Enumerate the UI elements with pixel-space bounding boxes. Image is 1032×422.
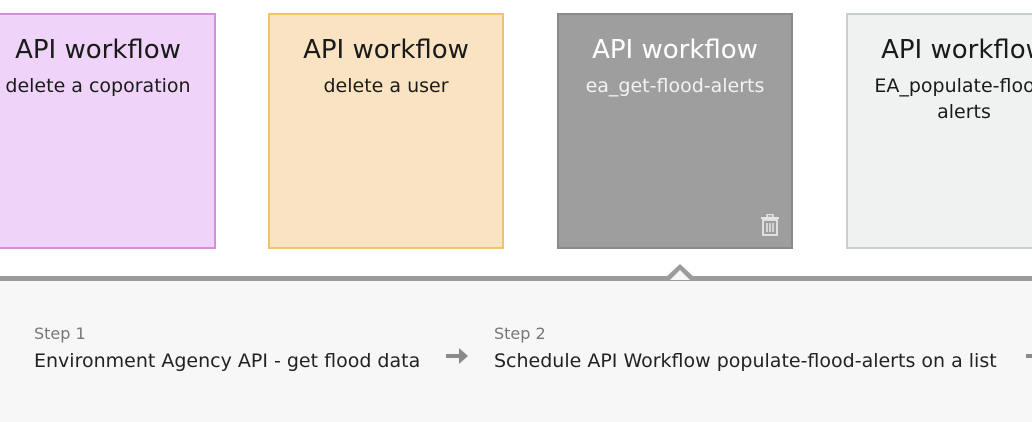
arrow-right-icon — [1026, 354, 1032, 358]
card-subtitle: delete a coporation — [5, 75, 191, 97]
workflow-steps-panel: Step 1 Environment Agency API - get floo… — [0, 276, 1032, 422]
step-label: Step 2 — [494, 324, 546, 343]
workflow-card-populate-flood-alerts[interactable]: API workflow EA_populate-flood-alerts — [846, 13, 1032, 249]
card-subtitle: delete a user — [323, 75, 449, 97]
step-text: Environment Agency API - get flood data — [34, 350, 421, 372]
selection-pointer-inner — [670, 270, 690, 280]
card-subtitle: ea_get-flood-alerts — [585, 75, 765, 97]
step-1[interactable]: Step 1 Environment Agency API - get floo… — [34, 324, 420, 374]
step-label: Step 1 — [34, 324, 86, 343]
card-title: API workflow — [15, 35, 181, 65]
card-title: API workflow — [881, 35, 1032, 65]
step-text: Schedule API Workflow populate-flood-ale… — [494, 350, 997, 372]
card-subtitle: EA_populate-flood-alerts — [874, 75, 1032, 123]
arrow-right-icon — [446, 348, 468, 364]
workflow-card-delete-corporation[interactable]: API workflow delete a coporation — [0, 13, 216, 249]
card-title: API workflow — [592, 35, 758, 65]
workflow-card-get-flood-alerts-selected[interactable]: API workflow ea_get-flood-alerts — [557, 13, 793, 249]
card-title: API workflow — [303, 35, 469, 65]
workflow-card-delete-user[interactable]: API workflow delete a user — [268, 13, 504, 249]
trash-icon[interactable] — [760, 214, 780, 236]
step-2[interactable]: Step 2 Schedule API Workflow populate-fl… — [494, 324, 997, 374]
